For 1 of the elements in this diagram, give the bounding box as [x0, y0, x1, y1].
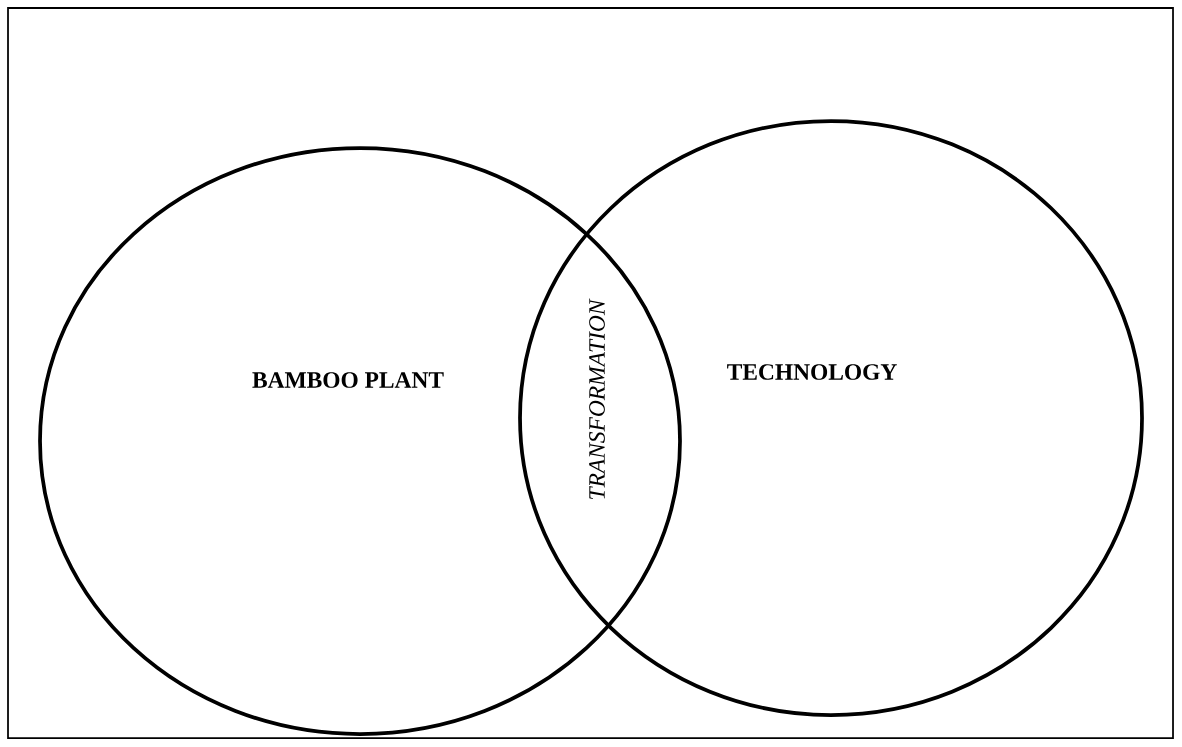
- overlap-label: TRANSFORMATION: [589, 298, 605, 499]
